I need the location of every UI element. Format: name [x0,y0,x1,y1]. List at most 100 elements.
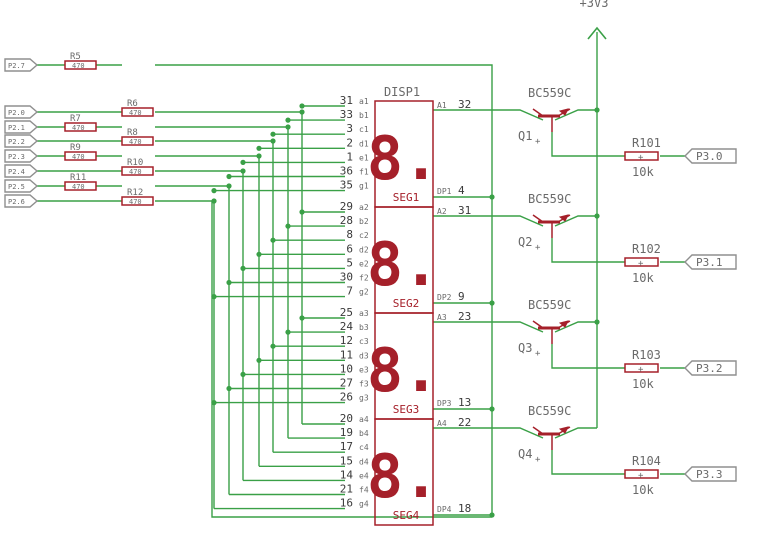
junction-dot [489,406,495,412]
anode-pin-name: A2 [437,207,447,216]
display-pin-name: g4 [359,500,369,509]
display-pin-number: 14 [340,468,354,481]
dp-pin-name: DP3 [437,399,452,408]
display-pin-name: d4 [359,457,369,466]
junction-dot [256,357,262,363]
transistor-model: BC559C [528,298,571,312]
display-pin-name: c4 [359,443,369,452]
transistor-collector [532,320,544,329]
input-port [4,58,39,72]
junction-dot [299,103,305,109]
input-resistor [64,181,97,191]
input-port [4,134,39,148]
base-resistor-name: R102 [632,242,661,256]
output-port-label: P3.3 [696,468,723,481]
digit-glyph: 8. [367,124,439,194]
input-resistor-value: 470 [129,109,142,117]
junction-dot [489,300,495,306]
digit-glyph: 8. [367,230,439,300]
junction-dot [226,183,232,189]
display-pin-number: 25 [340,306,353,319]
junction-dot [594,213,600,219]
display-pin-name: f1 [359,168,369,177]
input-resistor-value: 470 [72,124,85,132]
base-wire [551,450,625,475]
junction-dot [594,107,600,113]
input-resistor-name: R10 [127,158,143,168]
emitter-wire [554,215,597,227]
input-resistor-name: R7 [70,114,81,124]
input-port [4,164,39,178]
base-resistor-name: R103 [632,348,661,362]
anode-wire [433,427,544,439]
dp-pin-name: DP1 [437,187,452,196]
junction-dot [256,153,262,159]
input-resistor [121,136,154,146]
display-pin-number: 29 [340,200,353,213]
junction-dot [226,173,232,180]
dp-pin-number: 9 [458,290,465,303]
transistor-marker: + [535,137,541,147]
transistor-model: BC559C [528,404,571,418]
anode-wire [433,109,544,121]
anode-pin-number: 32 [458,98,471,111]
anode-pin-name: A4 [437,419,447,428]
junction-dot [226,279,232,286]
output-port-label: P3.0 [696,150,723,163]
dp-pin-number: 18 [458,502,471,515]
supply-label: +3V3 [580,0,609,10]
display-pin-name: a3 [359,309,369,318]
transistor-name: Q4 [518,447,532,461]
input-port [4,149,39,163]
output-port [684,148,737,164]
junction-dot [299,109,305,115]
display-pin-name: b4 [359,429,369,438]
input-port-label: P2.0 [8,109,25,117]
transistor-arrow [558,214,569,222]
input-resistor [121,196,154,206]
base-resistor-value: 10k [632,271,654,285]
display-pin-number: 35 [340,179,353,192]
output-port [684,254,737,270]
input-resistor-name: R6 [127,99,138,109]
junction-dot [240,168,246,174]
input-resistor-name: R9 [70,143,81,153]
base-resistor-marker: + [638,365,644,375]
base-resistor [624,469,659,479]
display-pin-number: 27 [340,377,353,390]
display-pin-number: 19 [340,426,353,439]
junction-dot [256,251,262,257]
input-resistor [121,107,154,117]
junction-dot [270,138,276,144]
display-pin-name: a1 [359,97,369,106]
display-pin-number: 33 [340,108,353,121]
display-pin-number: 24 [340,320,354,333]
transistor-name: Q2 [518,235,532,249]
supply-arrow [587,26,607,40]
anode-pin-number: 23 [458,310,471,323]
base-resistor [624,257,659,267]
display-pin-name: d2 [359,245,369,254]
display-pin-name: f3 [359,380,369,389]
transistor-collector [532,108,544,117]
junction-dot [489,194,495,200]
base-resistor-marker: + [638,153,644,163]
input-port-label: P2.1 [8,124,25,132]
anode-pin-number: 22 [458,416,471,429]
display-pin-name: b2 [359,217,369,226]
transistor-model: BC559C [528,86,571,100]
input-port-label: P2.6 [8,198,25,206]
digit-label: SEG3 [393,403,420,416]
transistor-collector [532,214,544,223]
display-pin-number: 6 [346,242,353,255]
display-pin-name: e3 [359,365,369,374]
input-resistor-name: R12 [127,188,143,198]
display-pin-number: 7 [346,285,353,298]
display-pin-number: 12 [340,334,353,347]
junction-dot [226,385,232,392]
transistor-arrow [558,426,569,434]
base-resistor [624,151,659,161]
display-pin-number: 26 [340,391,353,404]
input-resistor [64,151,97,161]
input-port [4,120,39,134]
